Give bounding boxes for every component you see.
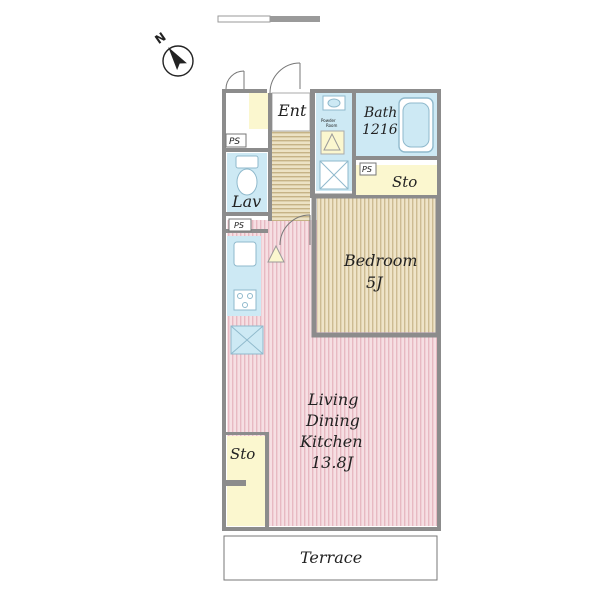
- storage-top-label: Sto: [392, 173, 417, 191]
- ldk-entry-marker-icon: [267, 244, 285, 263]
- refrigerator-icon: [230, 325, 264, 355]
- compass-north-label: N: [152, 30, 168, 47]
- ldk-size-label: 13.8J: [311, 453, 355, 472]
- door-swings: [225, 62, 311, 246]
- bath-size-label: 1216: [362, 122, 398, 138]
- entrance-closet: [249, 93, 270, 129]
- powder-sink-icon: [322, 95, 346, 111]
- washing-machine-icon: [319, 160, 349, 190]
- hallway-floor: [272, 131, 310, 221]
- stove-icon: [233, 289, 257, 311]
- scale-bar: [217, 15, 320, 23]
- storage-bottom-label: Sto: [230, 445, 255, 463]
- terrace-label: Terrace: [300, 548, 362, 567]
- pipe-space-1-label: PS: [362, 165, 372, 174]
- terrace-area: [223, 535, 438, 581]
- ldk-label-dining: Dining: [305, 411, 360, 430]
- powder-shelf-icon: [320, 130, 345, 155]
- entrance-label: Ent: [277, 101, 307, 120]
- kitchen-sink-icon: [233, 241, 257, 267]
- lavatory-label: Lav: [231, 192, 261, 211]
- compass: N: [152, 30, 194, 77]
- powder-room-label-line2: Room: [326, 123, 337, 128]
- powder-room-label: Powder: [321, 118, 336, 123]
- pipe-space-1: [359, 162, 377, 176]
- pipe-space-3-label: PS: [234, 221, 244, 230]
- bathtub-icon: [398, 97, 434, 153]
- compass-arrow-icon: [168, 47, 187, 71]
- pipe-space-2-label: PS: [229, 137, 240, 147]
- bedroom-label: Bedroom: [343, 251, 418, 270]
- ldk-label-living: Living: [307, 390, 358, 409]
- pipe-space-2: [225, 133, 247, 148]
- ldk-label-kitchen: Kitchen: [299, 432, 363, 451]
- toilet-icon: [235, 155, 259, 196]
- bedroom-size-label: 5J: [366, 273, 384, 292]
- walls: [222, 89, 441, 531]
- pipe-space-3: [228, 218, 252, 232]
- bath-label: Bath: [363, 105, 397, 121]
- bedroom-floor: [317, 198, 436, 332]
